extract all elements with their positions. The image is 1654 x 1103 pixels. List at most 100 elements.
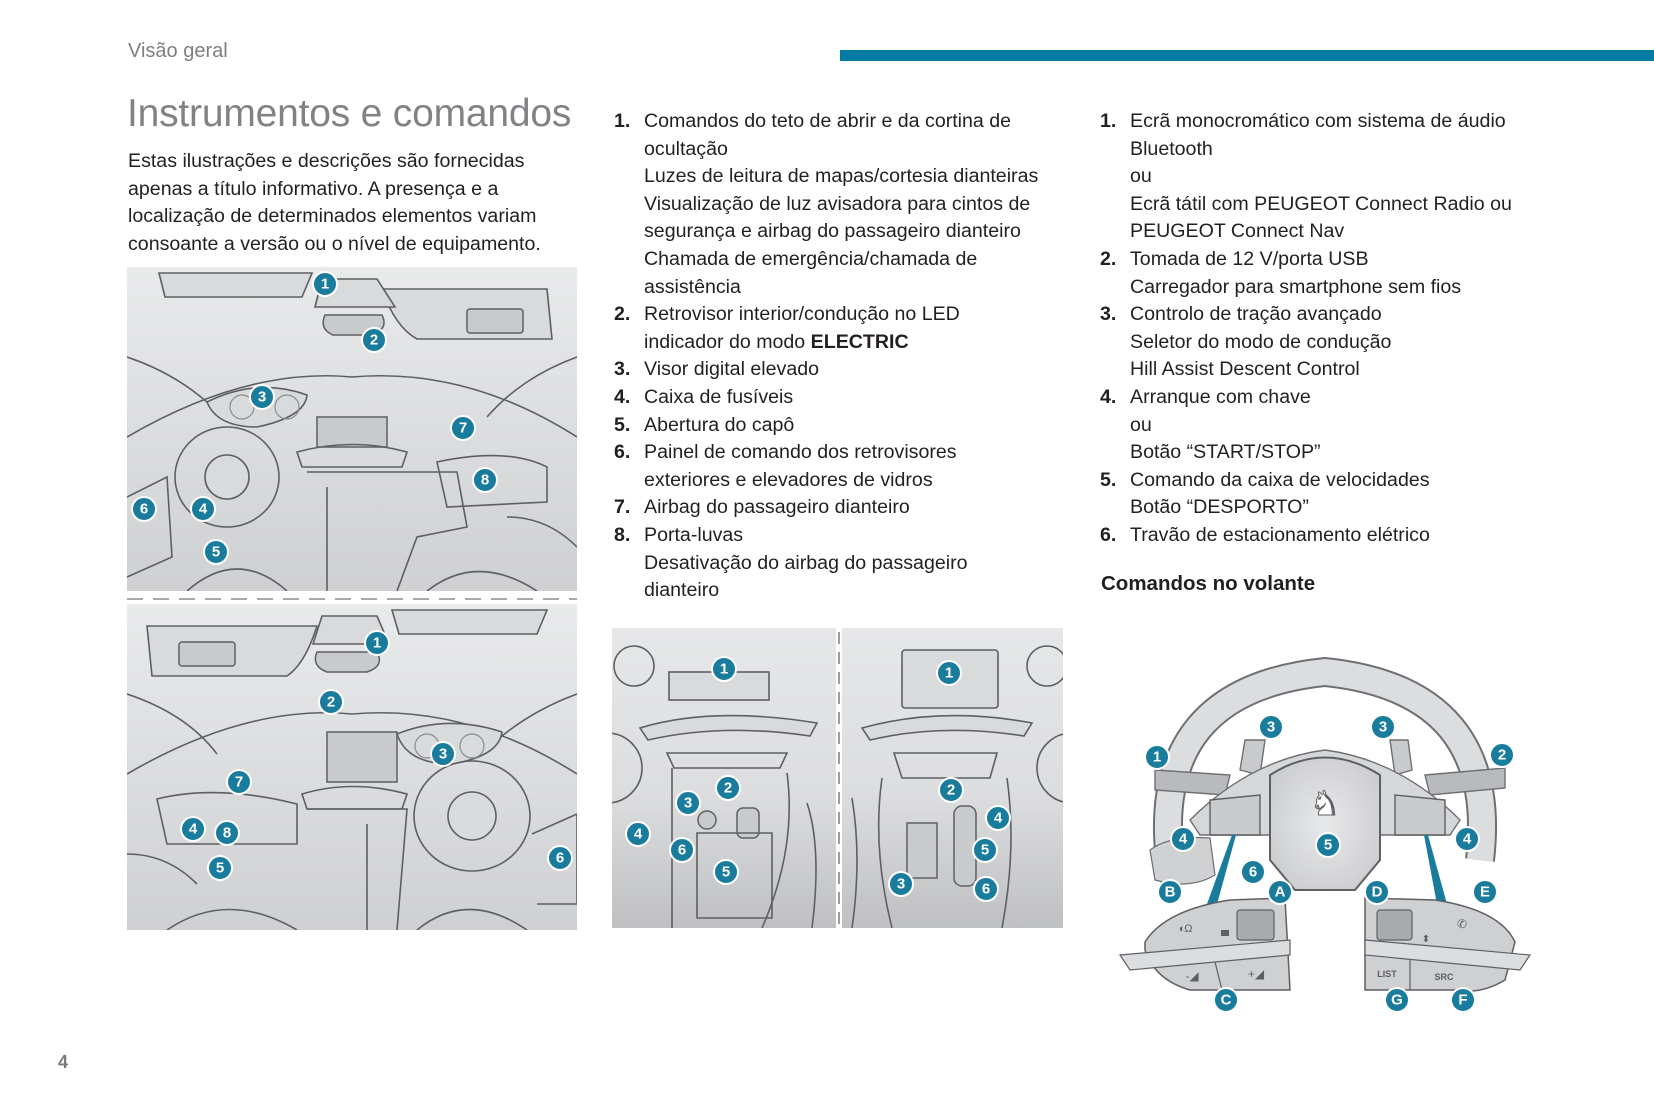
vanity-mirror xyxy=(466,308,524,334)
item-text: Desativação do airbag do passageiro xyxy=(644,551,968,574)
callout-4: 4 xyxy=(1170,826,1196,852)
touch-display xyxy=(326,731,398,783)
svg-text:6: 6 xyxy=(982,881,990,898)
callout-7: 7 xyxy=(226,769,252,795)
svg-text:8: 8 xyxy=(481,472,489,489)
svg-text:F: F xyxy=(1458,992,1467,1009)
list-item: 4. Caixa de fusíveis xyxy=(614,384,1034,412)
svg-text:5: 5 xyxy=(981,842,989,859)
callout-1: 1 xyxy=(1144,744,1170,770)
paddle-right xyxy=(1424,767,1506,796)
callout-d: D xyxy=(1364,879,1390,905)
svg-text:3: 3 xyxy=(258,389,266,406)
console-item-list: 1. Ecrã monocromático com sistema de áud… xyxy=(1100,108,1550,550)
svg-text:G: G xyxy=(1391,992,1403,1009)
callout-3: 3 xyxy=(1258,714,1284,740)
airbag-hub xyxy=(1269,756,1381,891)
svg-text:4: 4 xyxy=(634,826,643,843)
sun-visor-left xyxy=(157,272,314,298)
callout-f: F xyxy=(1450,987,1476,1013)
item-number: 5. xyxy=(1100,468,1117,491)
callout-b: B xyxy=(1157,879,1183,905)
svg-text:4: 4 xyxy=(1179,831,1188,848)
callout-5: 5 xyxy=(203,539,229,565)
item-text: Luzes de leitura de mapas/cortesia diant… xyxy=(644,165,1039,188)
svg-text:7: 7 xyxy=(235,774,243,791)
list-item: 2. Retrovisor interior/condução no LED i… xyxy=(614,301,1034,356)
callout-2: 2 xyxy=(318,689,344,715)
svg-text:4: 4 xyxy=(189,821,198,838)
peugeot-lion-logo: ♞ xyxy=(1310,784,1340,824)
svg-text:5: 5 xyxy=(722,864,730,881)
callout-1: 1 xyxy=(312,271,338,297)
item-text: Travão de estacionamento elétrico xyxy=(1130,523,1430,546)
callout-3: 3 xyxy=(249,384,275,410)
dashboard-lhd-drawing: 1 2 3 7 8 6 4 5 xyxy=(127,267,577,591)
item-number: 4. xyxy=(1100,385,1117,408)
svg-text:2: 2 xyxy=(724,780,732,797)
svg-text:3: 3 xyxy=(897,876,905,893)
volume-up-icon[interactable]: +◢ xyxy=(1248,967,1265,981)
gear-lever xyxy=(736,807,760,839)
callout-2: 2 xyxy=(938,777,964,803)
volume-down-icon[interactable]: -◢ xyxy=(1185,969,1199,983)
callout-6: 6 xyxy=(973,876,999,902)
list-item: 3. Controlo de tração avançado Seletor d… xyxy=(1100,301,1550,384)
door-panel xyxy=(127,475,173,578)
pointer-right xyxy=(1424,835,1450,915)
svg-text:1: 1 xyxy=(321,276,329,293)
svg-text:3: 3 xyxy=(684,795,692,812)
list-item: 7. Airbag do passageiro dianteiro xyxy=(614,494,1034,522)
steering-wheel-drawing: ♞ ◖Ω -◢ +◢ B A C ⬍ ✆ xyxy=(1118,656,1532,1013)
item-text: assistência xyxy=(644,275,741,298)
svg-text:6: 6 xyxy=(678,842,686,859)
callout-c: C xyxy=(1213,987,1239,1013)
callout-4: 4 xyxy=(625,821,651,847)
item-text: Arranque com chave xyxy=(1130,385,1311,408)
callout-8: 8 xyxy=(214,820,240,846)
item-text: Ecrã monocromático com sistema de áudio xyxy=(1130,110,1506,132)
item-text: Abertura do capô xyxy=(644,413,795,436)
callout-4: 4 xyxy=(985,805,1011,831)
svg-text:1: 1 xyxy=(945,665,953,682)
svg-text:2: 2 xyxy=(370,332,378,349)
item-text: Porta-luvas xyxy=(644,523,744,546)
console-drawing: 1 2 3 4 6 5 1 2 4 5 3 6 xyxy=(612,628,1063,928)
svg-text:1: 1 xyxy=(1153,749,1161,766)
page-number: 4 xyxy=(58,1052,69,1072)
callout-3: 3 xyxy=(430,741,456,767)
svg-text:7: 7 xyxy=(459,420,467,437)
list-item: 6. Travão de estacionamento elétrico xyxy=(1100,522,1550,550)
item-number: 7. xyxy=(614,496,631,519)
item-text: Airbag do passageiro dianteiro xyxy=(644,496,910,519)
center-display xyxy=(316,416,388,448)
list-item: 3. Visor digital elevado xyxy=(614,356,1034,384)
svg-text:6: 6 xyxy=(140,501,148,518)
svg-text:4: 4 xyxy=(994,810,1003,827)
svg-text:C: C xyxy=(1221,992,1232,1009)
dashboard-illustration-lhd: 1 2 3 7 8 6 4 5 xyxy=(127,267,577,591)
list-item: 5. Comando da caixa de velocidades Botão… xyxy=(1100,467,1550,522)
item-number: 2. xyxy=(614,303,631,326)
voice-command-icon: ◖Ω xyxy=(1178,923,1193,935)
item-text: Botão “START/STOP” xyxy=(1130,441,1321,464)
phone-charger xyxy=(906,822,938,879)
steering-wheel xyxy=(174,426,280,528)
up-down-icon: ⬍ xyxy=(1422,934,1430,945)
list-button-label[interactable]: LIST xyxy=(1377,969,1397,979)
svg-text:E: E xyxy=(1480,884,1490,901)
src-button-label[interactable]: SRC xyxy=(1434,972,1454,982)
item-text: dianteiro xyxy=(644,579,720,602)
svg-text:2: 2 xyxy=(947,782,955,799)
callout-g: G xyxy=(1384,987,1410,1013)
item-text: Visualização de luz avisadora para cinto… xyxy=(644,192,1031,215)
callout-a: A xyxy=(1267,879,1293,905)
svg-text:2: 2 xyxy=(327,694,335,711)
svg-text:5: 5 xyxy=(1324,837,1332,854)
item-text: Tomada de 12 V/porta USB xyxy=(1130,247,1369,270)
callout-2: 2 xyxy=(1489,742,1515,768)
thumbwheel-a xyxy=(1236,909,1275,941)
callout-5: 5 xyxy=(972,837,998,863)
item-text: indicador do modo ELECTRIC xyxy=(644,329,1034,357)
item-text: Bluetooth xyxy=(1130,137,1213,160)
